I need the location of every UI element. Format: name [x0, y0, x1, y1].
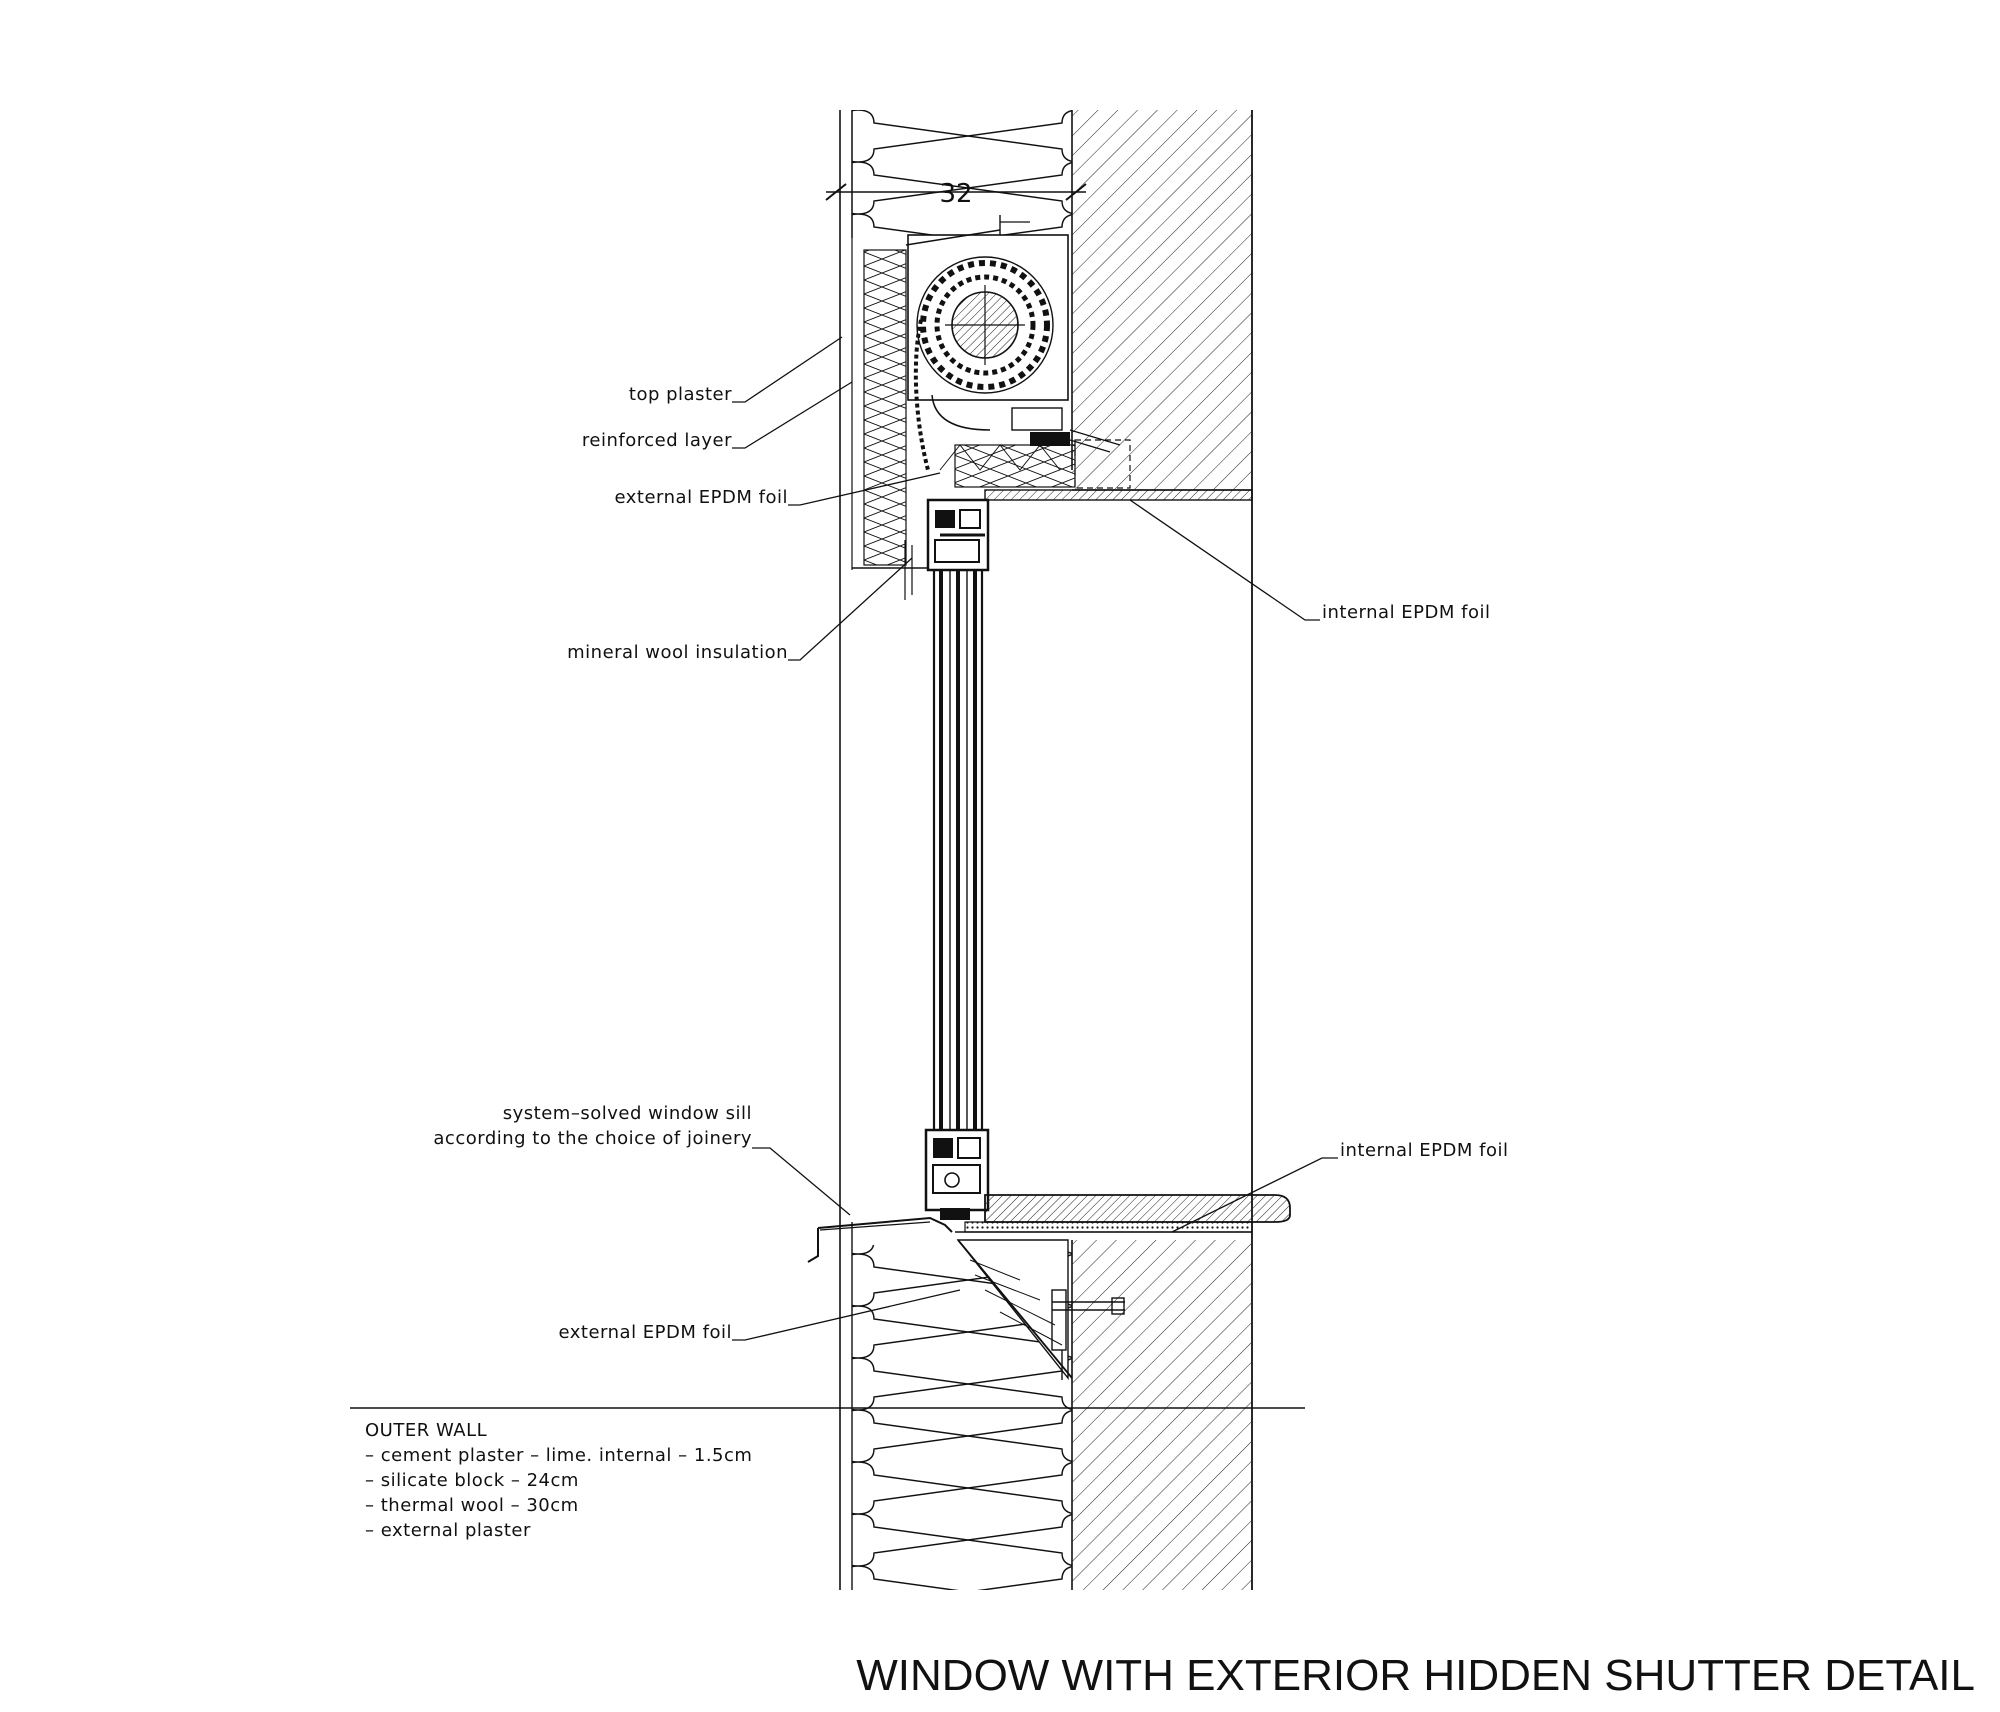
- dimension-value: 32: [939, 179, 972, 209]
- shutter-curtain: [913, 319, 930, 471]
- label-external-epdm-foil-bottom: external EPDM foil: [559, 1322, 732, 1343]
- window-frame-top: [904, 498, 990, 600]
- dimension-32: 32: [825, 179, 1087, 209]
- shutter-box: [905, 215, 1121, 471]
- shutter-slats-inner-ring: [934, 274, 1036, 376]
- label-window-sill-line-2: according to the choice of joinery: [433, 1128, 752, 1149]
- label-top-plaster: top plaster: [629, 384, 732, 405]
- leader-internal-epdm-bottom: [1171, 1157, 1338, 1233]
- glazing-unit: [932, 570, 984, 1130]
- outer-wall-legend: OUTER WALL – cement plaster – lime. inte…: [365, 1420, 752, 1541]
- window-frame-bottom: [924, 1128, 990, 1220]
- lintel-insulation: [939, 439, 1131, 489]
- leader-lines: [350, 336, 1338, 1409]
- wall-above-window: [839, 110, 1253, 1590]
- leader-mineral-wool: [788, 557, 913, 661]
- leader-reinforced-layer: [732, 381, 853, 449]
- label-window-sill-line-1: system–solved window sill: [503, 1103, 752, 1124]
- legend-heading: OUTER WALL: [365, 1420, 487, 1441]
- internal-window-sill: [955, 1194, 1291, 1233]
- shutter-slats-outer-ring: [920, 260, 1050, 390]
- leader-external-epdm-top: [788, 472, 941, 506]
- drawing-title: WINDOW WITH EXTERIOR HIDDEN SHUTTER DETA…: [856, 1651, 1975, 1700]
- leader-internal-epdm-top: [1129, 499, 1320, 621]
- motor-connector: [1030, 432, 1070, 446]
- thermal-wool-top: [852, 110, 1072, 238]
- leader-top-plaster: [732, 336, 843, 403]
- shutter-roll-outer: [916, 256, 1054, 394]
- legend-item: – thermal wool – 30cm: [365, 1495, 579, 1516]
- silicate-block-top: [1072, 110, 1252, 490]
- window-head-board: [984, 489, 1253, 501]
- leader-external-epdm-bottom: [732, 1289, 961, 1341]
- label-reinforced-layer: reinforced layer: [582, 430, 732, 451]
- label-internal-epdm-foil-top: internal EPDM foil: [1322, 602, 1490, 623]
- annotation-labels: top plaster reinforced layer external EP…: [433, 384, 1508, 1343]
- legend-item: – external plaster: [365, 1520, 531, 1541]
- leader-window-sill: [752, 1147, 851, 1216]
- label-mineral-wool-insulation: mineral wool insulation: [567, 642, 788, 663]
- legend-item: – silicate block – 24cm: [365, 1470, 579, 1491]
- label-internal-epdm-foil-bottom: internal EPDM foil: [1340, 1140, 1508, 1161]
- mineral-wool-strip: [863, 249, 907, 566]
- legend-item: – cement plaster – lime. internal – 1.5c…: [365, 1445, 752, 1466]
- wall-below-window: [852, 1239, 1252, 1590]
- silicate-block-bottom: [1072, 1240, 1252, 1590]
- label-external-epdm-foil-top: external EPDM foil: [615, 487, 788, 508]
